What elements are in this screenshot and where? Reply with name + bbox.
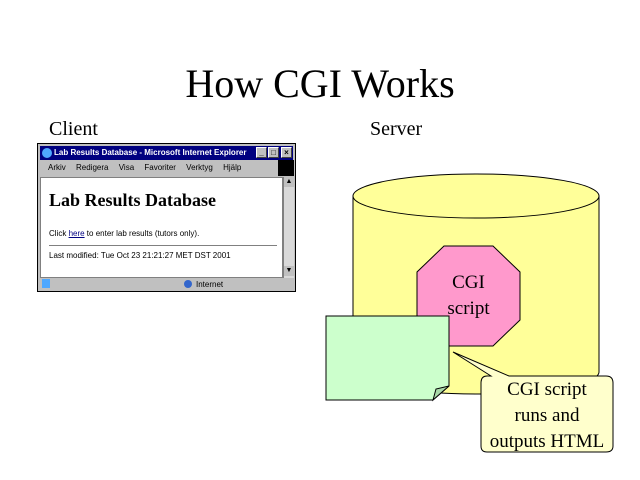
callout-box <box>452 351 614 453</box>
callout-line3: outputs HTML <box>489 431 605 452</box>
callout-line2: runs and <box>514 405 580 426</box>
here-link[interactable]: here <box>68 229 85 238</box>
menu-edit[interactable]: Redigera <box>76 163 109 172</box>
menu-help[interactable]: Hjälp <box>223 163 242 172</box>
document-fold <box>432 385 450 402</box>
browser-statusbar: Internet <box>40 279 293 290</box>
database-cylinder-top <box>352 173 600 219</box>
html-document-icon <box>325 315 450 401</box>
click-here-text: Click here to enter lab results (tutors … <box>49 229 199 238</box>
client-label: Client <box>49 118 98 140</box>
maximize-button[interactable]: □ <box>268 147 279 158</box>
browser-content: Lab Results Database Click here to enter… <box>40 177 283 278</box>
browser-titlebar: Lab Results Database - Microsoft Interne… <box>40 146 293 160</box>
callout-line1: CGI script <box>507 379 587 400</box>
browser-menubar: Arkiv Redigera Visa Favoriter Verktyg Hj… <box>40 161 293 175</box>
minimize-button[interactable]: _ <box>256 147 267 158</box>
cgi-script-label: CGI script <box>417 270 520 322</box>
cgi-script-label-line2: script <box>447 298 490 319</box>
scroll-down-icon[interactable]: ▼ <box>284 266 294 276</box>
click-suffix: to enter lab results (tutors only). <box>84 229 200 238</box>
status-zone: Internet <box>196 280 224 289</box>
globe-icon <box>184 280 192 288</box>
close-button[interactable]: × <box>281 147 292 158</box>
browser-window-title: Lab Results Database - Microsoft Interne… <box>54 148 247 157</box>
menu-favorites[interactable]: Favoriter <box>144 163 176 172</box>
scroll-up-icon[interactable]: ▲ <box>284 177 294 187</box>
browser-window: Lab Results Database - Microsoft Interne… <box>37 143 296 292</box>
vertical-scrollbar[interactable]: ▲ ▼ <box>283 177 294 278</box>
cgi-script-label-line1: CGI <box>452 272 485 293</box>
callout-text: CGI script runs and outputs HTML <box>481 377 613 455</box>
page-status-icon <box>42 279 50 288</box>
menu-file[interactable]: Arkiv <box>48 163 66 172</box>
menu-tools[interactable]: Verktyg <box>186 163 213 172</box>
last-modified-text: Last modified: Tue Oct 23 21:21:27 MET D… <box>49 251 231 260</box>
server-label: Server <box>370 118 423 140</box>
click-prefix: Click <box>49 229 69 238</box>
internet-explorer-icon <box>42 148 52 158</box>
horizontal-rule <box>49 245 277 246</box>
page-heading: Lab Results Database <box>49 190 217 210</box>
menu-view[interactable]: Visa <box>118 163 135 172</box>
windows-logo-icon <box>278 160 294 176</box>
slide-title: How CGI Works <box>185 61 455 106</box>
